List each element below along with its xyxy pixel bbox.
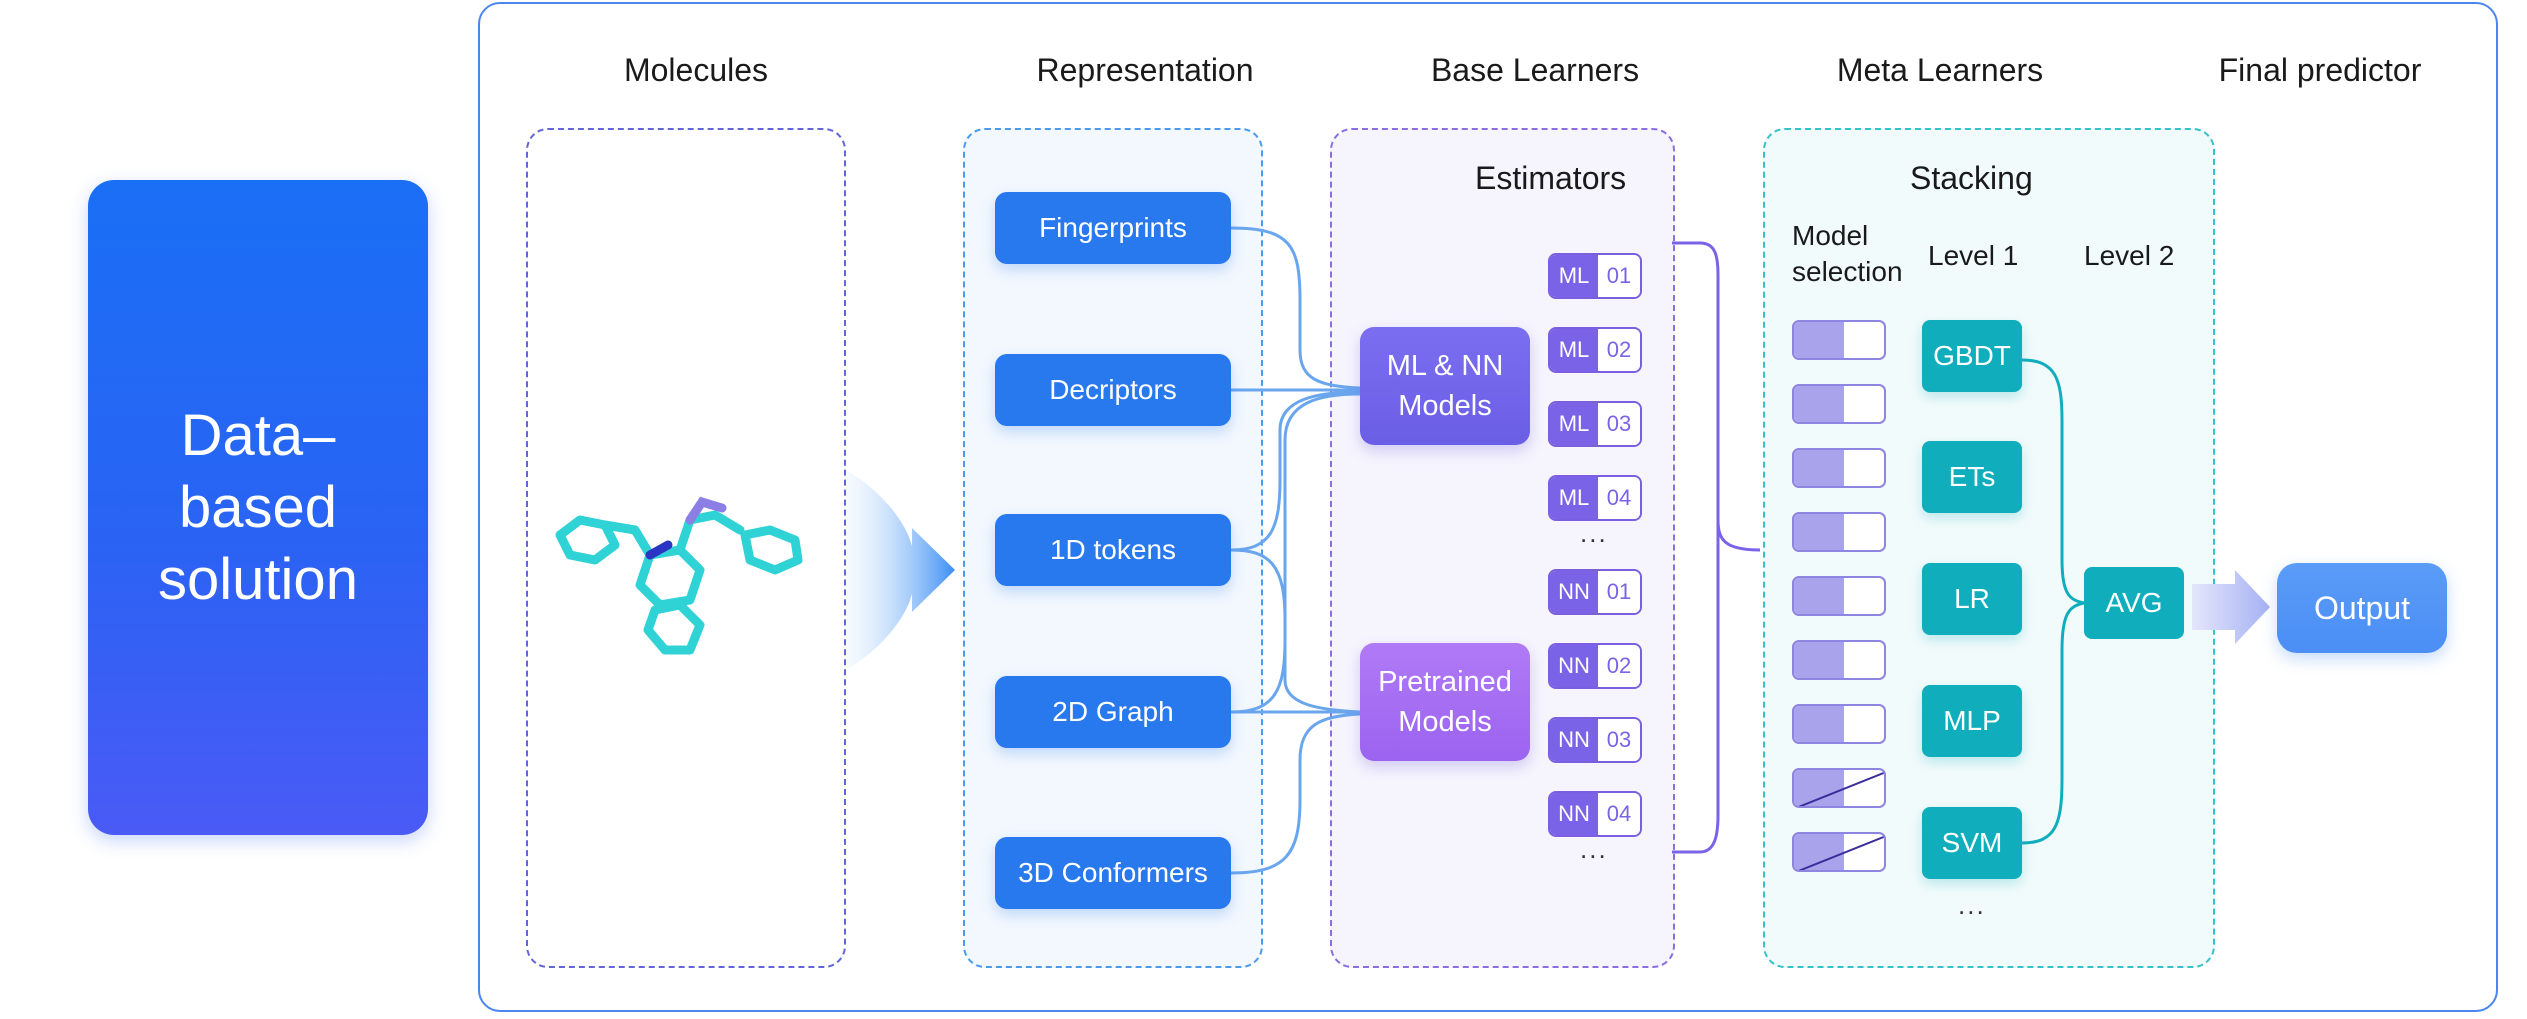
- ml-nn-models-button[interactable]: ML & NN Models: [1360, 327, 1530, 445]
- pipeline-frame: [478, 2, 2498, 1012]
- model-selection-toggle[interactable]: [1792, 640, 1886, 680]
- estimator-num: 03: [1598, 403, 1640, 445]
- molecules-title: Molecules: [623, 51, 769, 88]
- ml-nn-line-1: ML & NN: [1386, 350, 1504, 382]
- connector-1dtokens-b: [1230, 548, 1361, 714]
- estimator-nn-04[interactable]: NN 04: [1548, 791, 1642, 837]
- nn-ellipsis: ...: [1580, 834, 1608, 864]
- avg-to-output-arrow: [2192, 570, 2270, 644]
- stacking-subtitle: Stacking: [1910, 160, 2033, 196]
- rep-2d-graph[interactable]: 2D Graph: [995, 676, 1231, 748]
- estimator-nn-01[interactable]: NN 01: [1548, 569, 1642, 615]
- pretrained-line-1: Pretrained: [1378, 666, 1512, 698]
- model-selection-line-2: selection: [1792, 256, 1903, 287]
- model-selection-toggle[interactable]: [1792, 384, 1886, 424]
- final-predictor-title: Final predictor: [2218, 51, 2422, 88]
- estimator-nn-03[interactable]: NN 03: [1548, 717, 1642, 763]
- estimator-num: 03: [1598, 719, 1640, 761]
- estimator-tag: NN: [1550, 793, 1598, 835]
- level1-mlp[interactable]: MLP: [1922, 685, 2022, 757]
- estimator-bracket: [1672, 241, 1761, 854]
- connector-gbdt-avg: [2021, 358, 2085, 605]
- panel-line-2: based: [178, 474, 337, 540]
- estimator-tag: ML: [1550, 255, 1598, 297]
- level1-svm[interactable]: SVM: [1922, 807, 2022, 879]
- base-learners-title: Base Learners: [1430, 51, 1640, 88]
- rep-3d-conformers[interactable]: 3D Conformers: [995, 837, 1231, 909]
- estimator-nn-02[interactable]: NN 02: [1548, 643, 1642, 689]
- pretrained-models-button[interactable]: Pretrained Models: [1360, 643, 1530, 761]
- representation-title: Representation: [1036, 51, 1254, 88]
- model-selection-toggle[interactable]: [1792, 704, 1886, 744]
- estimator-num: 04: [1598, 793, 1640, 835]
- estimator-num: 02: [1598, 329, 1640, 371]
- rep-fingerprints[interactable]: Fingerprints: [995, 192, 1231, 264]
- model-selection-toggle-off[interactable]: [1792, 832, 1886, 872]
- panel-line-1: Data–: [180, 402, 336, 468]
- connector-3dconformers: [1230, 712, 1361, 875]
- estimator-tag: ML: [1550, 329, 1598, 371]
- level1-ets[interactable]: ETs: [1922, 441, 2022, 513]
- estimator-tag: NN: [1550, 571, 1598, 613]
- model-selection-label: Model selection: [1792, 218, 1903, 290]
- estimator-ml-03[interactable]: ML 03: [1548, 401, 1642, 447]
- estimator-ml-04[interactable]: ML 04: [1548, 475, 1642, 521]
- connector-svm-avg: [2021, 601, 2085, 845]
- data-based-solution-panel: Data– based solution: [88, 180, 428, 835]
- rep-decriptors[interactable]: Decriptors: [995, 354, 1231, 426]
- level2-avg[interactable]: AVG: [2084, 567, 2184, 639]
- model-selection-toggle[interactable]: [1792, 576, 1886, 616]
- molecules-to-representation-arrow: [846, 470, 955, 670]
- estimator-tag: ML: [1550, 477, 1598, 519]
- level-1-label: Level 1: [1928, 240, 2019, 271]
- output-button[interactable]: Output: [2277, 563, 2447, 653]
- model-selection-toggle[interactable]: [1792, 448, 1886, 488]
- level1-ellipsis: ...: [1958, 890, 1986, 920]
- estimator-num: 01: [1598, 571, 1640, 613]
- pretrained-line-2: Models: [1398, 706, 1492, 738]
- connector-1dtokens-a: [1230, 390, 1361, 552]
- estimator-num: 02: [1598, 645, 1640, 687]
- estimator-ml-02[interactable]: ML 02: [1548, 327, 1642, 373]
- connector-fingerprints: [1230, 226, 1361, 390]
- estimator-tag: NN: [1550, 719, 1598, 761]
- level-2-label: Level 2: [2084, 240, 2175, 271]
- model-selection-line-1: Model: [1792, 220, 1869, 251]
- estimator-num: 01: [1598, 255, 1640, 297]
- ml-ellipsis: ...: [1580, 518, 1608, 548]
- panel-line-3: solution: [158, 546, 358, 612]
- estimator-tag: NN: [1550, 645, 1598, 687]
- estimator-num: 04: [1598, 477, 1640, 519]
- level1-lr[interactable]: LR: [1922, 563, 2022, 635]
- model-selection-toggle[interactable]: [1792, 320, 1886, 360]
- molecule-structure: [540, 460, 830, 670]
- connector-2dgraph-a: [1230, 392, 1361, 714]
- meta-learners-title: Meta Learners: [1836, 51, 2044, 88]
- estimator-ml-01[interactable]: ML 01: [1548, 253, 1642, 299]
- model-selection-toggle[interactable]: [1792, 512, 1886, 552]
- model-selection-toggle-off[interactable]: [1792, 768, 1886, 808]
- rep-1d-tokens[interactable]: 1D tokens: [995, 514, 1231, 586]
- estimators-subtitle: Estimators: [1475, 160, 1627, 196]
- estimator-tag: ML: [1550, 403, 1598, 445]
- ml-nn-line-2: Models: [1398, 390, 1492, 422]
- level1-gbdt[interactable]: GBDT: [1922, 320, 2022, 392]
